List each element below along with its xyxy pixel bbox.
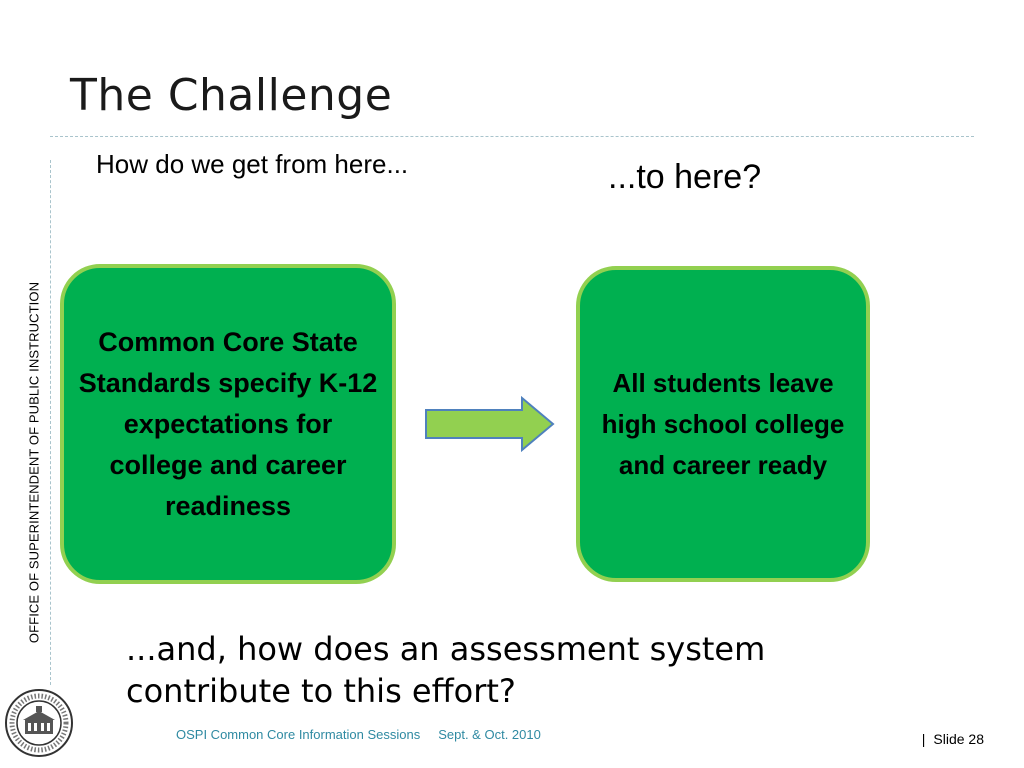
sidebar-divider: [50, 160, 51, 685]
goal-state-box: All students leave high school college a…: [576, 266, 870, 582]
footer-date: Sept. & Oct. 2010: [438, 727, 541, 742]
slide-number: Slide 28: [933, 731, 984, 747]
assessment-question: ...and, how does an assessment system co…: [126, 630, 766, 710]
question-to: ...to here?: [608, 158, 762, 196]
sidebar-org-label: OFFICE OF SUPERINTENDENT OF PUBLIC INSTR…: [26, 281, 42, 644]
right-arrow-icon: [425, 396, 555, 452]
footer-sessions: OSPI Common Core Information Sessions: [176, 727, 421, 742]
slide-title: The Challenge: [70, 70, 393, 121]
footer-separator: |: [921, 731, 926, 747]
goal-state-text: All students leave high school college a…: [601, 367, 845, 480]
question-from: How do we get from here...: [96, 149, 409, 179]
title-divider: [50, 136, 974, 137]
current-state-box: Common Core State Standards specify K-12…: [60, 264, 396, 584]
footer-left: OSPI Common Core Information Sessions Sep…: [176, 727, 541, 742]
footer-slide-number: | Slide 28: [922, 731, 984, 747]
current-state-text: Common Core State Standards specify K-12…: [78, 326, 378, 521]
ospi-seal-icon: [5, 689, 73, 757]
